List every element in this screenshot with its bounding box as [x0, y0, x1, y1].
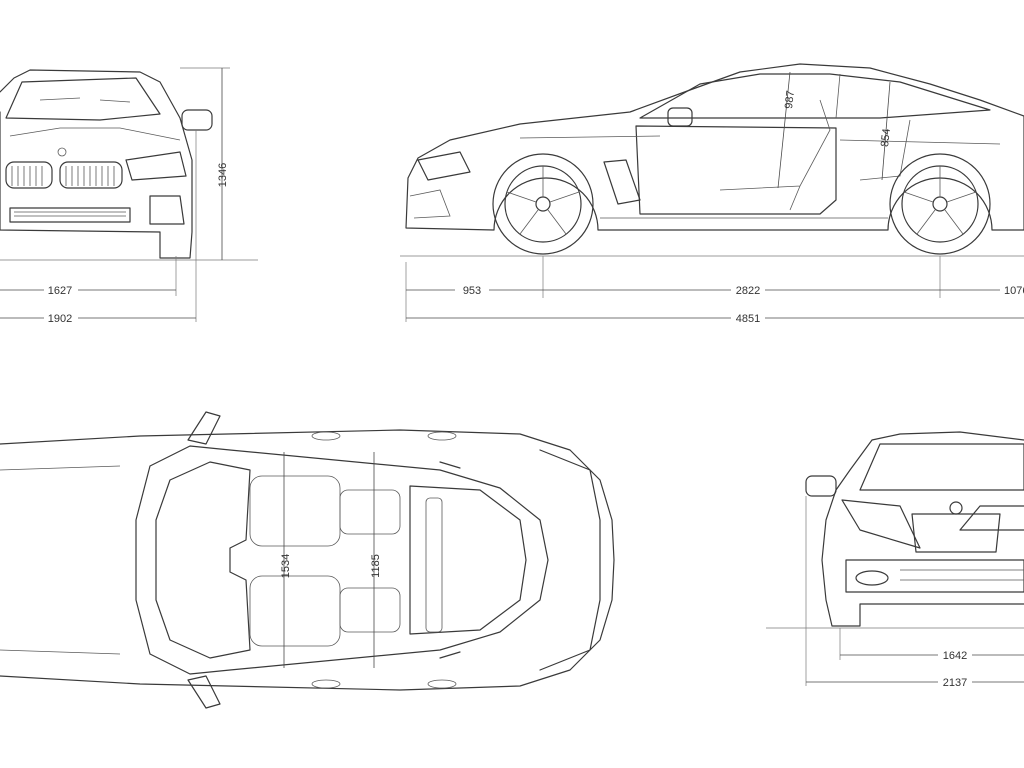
side-length-value: 4851: [736, 313, 760, 325]
front-width-value: 1902: [48, 313, 72, 325]
side-front-overhang-value: 953: [463, 285, 481, 297]
rear-exhaust: [855, 570, 889, 586]
top-cabin: [135, 445, 549, 675]
side-headlight: [417, 151, 471, 181]
rear-view: 1642 2137: [766, 431, 1024, 689]
front-lower-intake: [9, 207, 131, 223]
top-roof: [155, 461, 251, 659]
side-wheelbase-value: 2822: [736, 285, 760, 297]
side-window: [639, 73, 991, 119]
rear-body-outline: [821, 431, 1024, 627]
top-rear-shoulder-value: 1185: [370, 554, 382, 578]
front-grille-left: [5, 161, 53, 189]
side-vent: [603, 159, 641, 205]
rear-width-value: 2137: [943, 677, 967, 689]
top-front-shoulder-value: 1534: [280, 554, 292, 578]
side-body-outline: [405, 63, 1024, 231]
front-headlight: [125, 151, 187, 181]
rear-plate-recess: [911, 513, 1001, 553]
front-body-outline: [0, 69, 193, 259]
top-mirror-lower: [187, 675, 221, 709]
top-mirror-upper: [187, 411, 221, 445]
front-track-value: 1627: [48, 285, 72, 297]
side-front-headroom-value: 987: [783, 90, 797, 110]
side-rear-wheel: [889, 153, 991, 255]
rear-badge: [949, 501, 963, 515]
front-mirror: [181, 109, 213, 131]
side-door: [635, 125, 837, 215]
side-view: 987 854 953 2822 1076 4851: [400, 63, 1024, 325]
front-view: 1346 1627 1902: [0, 67, 258, 325]
front-grille-right: [59, 161, 123, 189]
top-rear-window: [409, 485, 527, 635]
rear-taillight: [841, 499, 921, 549]
top-body-outline: [0, 429, 615, 691]
top-view: 1534 1185: [0, 411, 615, 709]
side-mirror: [667, 107, 693, 127]
side-front-wheel: [492, 153, 594, 255]
rear-track-value: 1642: [943, 650, 967, 662]
side-rear-overhang-value: 1076: [1004, 285, 1024, 297]
front-windshield: [5, 77, 161, 121]
front-height-value: 1346: [217, 163, 229, 187]
side-rear-headroom-value: 854: [879, 128, 893, 148]
rear-window: [859, 443, 1024, 491]
rear-mirror: [805, 475, 837, 497]
